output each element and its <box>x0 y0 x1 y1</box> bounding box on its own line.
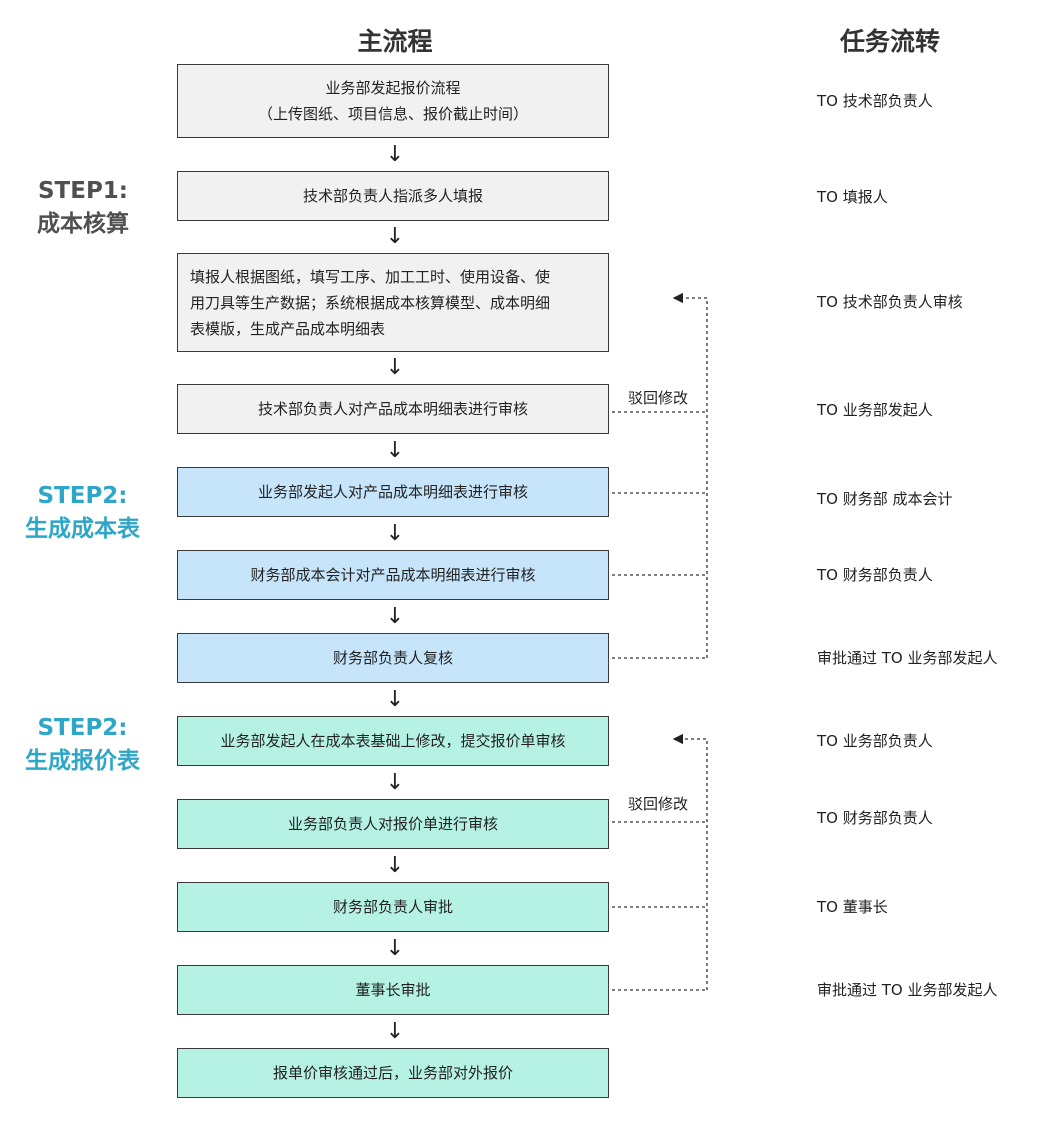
down-arrow-icon: ↓ <box>385 936 405 961</box>
flow-box-finance-recheck: 财务部负责人复核 <box>177 633 609 683</box>
flow-box-tech-review: 技术部负责人对产品成本明细表进行审核 <box>177 384 609 434</box>
task-transfer-6: TO 财务部负责人 <box>817 566 933 584</box>
step2-quote-title: 生成报价表 <box>25 748 140 774</box>
reject-label-1: 驳回修改 <box>628 389 689 407</box>
down-arrow-icon: ↓ <box>385 142 405 167</box>
task-transfer-5: TO 财务部 成本会计 <box>817 490 953 508</box>
step2-cost-title: 生成成本表 <box>25 516 140 542</box>
down-arrow-icon: ↓ <box>385 521 405 546</box>
flow-box-text: 业务部发起人对产品成本明细表进行审核 <box>257 483 528 501</box>
step2-cost-number: STEP2: <box>37 483 128 509</box>
step1-number: STEP1: <box>37 178 129 204</box>
step1-title: 成本核算 <box>37 211 129 237</box>
down-arrow-icon: ↓ <box>385 604 405 629</box>
flow-box-fill-data: 填报人根据图纸，填写工序、加工工时、使用设备、使 用刀具等生产数据；系统根据成本… <box>177 253 609 352</box>
step2-cost-label: STEP2: 生成成本表 <box>10 480 155 546</box>
flow-box-text: 技术部负责人对产品成本明细表进行审核 <box>257 400 528 418</box>
flow-box-external-quote: 报单价审核通过后，业务部对外报价 <box>177 1048 609 1098</box>
flow-box-chairman-approve: 董事长审批 <box>177 965 609 1015</box>
flow-box-text: 技术部负责人指派多人填报 <box>302 187 483 205</box>
flow-box-initiate: 业务部发起报价流程 （上传图纸、项目信息、报价截止时间） <box>177 64 609 138</box>
down-arrow-icon: ↓ <box>385 770 405 795</box>
reject-label-2: 驳回修改 <box>628 795 689 813</box>
down-arrow-icon: ↓ <box>385 355 405 380</box>
reject-loop-2-line <box>672 733 708 990</box>
flow-box-text: 填报人根据图纸，填写工序、加工工时、使用设备、使 用刀具等生产数据；系统根据成本… <box>190 267 551 338</box>
down-arrow-icon: ↓ <box>385 1019 405 1044</box>
flow-box-text: 财务部成本会计对产品成本明细表进行审核 <box>250 566 536 584</box>
reject-loop-1-line <box>672 292 708 658</box>
task-transfer-8: TO 业务部负责人 <box>817 732 933 750</box>
task-transfer-10: TO 董事长 <box>817 898 888 916</box>
task-transfer-1: TO 技术部负责人 <box>817 92 933 110</box>
down-arrow-icon: ↓ <box>385 853 405 878</box>
down-arrow-icon: ↓ <box>385 687 405 712</box>
task-transfer-2: TO 填报人 <box>817 188 888 206</box>
task-transfer-7: 审批通过 TO 业务部发起人 <box>817 649 998 667</box>
step2-quote-label: STEP2: 生成报价表 <box>10 712 155 778</box>
flow-box-quote-review: 业务部负责人对报价单进行审核 <box>177 799 609 849</box>
flow-box-text: 财务部负责人审批 <box>332 898 453 916</box>
task-transfer-9: TO 财务部负责人 <box>817 809 933 827</box>
flow-box-quote-submit: 业务部发起人在成本表基础上修改，提交报价单审核 <box>177 716 609 766</box>
flow-box-finance-approve: 财务部负责人审批 <box>177 882 609 932</box>
flow-box-text: 董事长审批 <box>355 981 431 999</box>
main-flow-title: 主流程 <box>357 27 433 56</box>
step2-quote-number: STEP2: <box>37 715 128 741</box>
down-arrow-icon: ↓ <box>385 224 405 249</box>
flow-box-text: 业务部发起人在成本表基础上修改，提交报价单审核 <box>220 732 566 750</box>
task-transfer-4: TO 业务部发起人 <box>817 401 933 419</box>
down-arrow-icon: ↓ <box>385 438 405 463</box>
task-transfer-3: TO 技术部负责人审核 <box>817 293 963 311</box>
flow-box-accounting-review: 财务部成本会计对产品成本明细表进行审核 <box>177 550 609 600</box>
flow-box-assign: 技术部负责人指派多人填报 <box>177 171 609 221</box>
task-flow-title: 任务流转 <box>839 27 940 56</box>
task-transfer-11: 审批通过 TO 业务部发起人 <box>817 981 998 999</box>
flow-box-text: 业务部发起报价流程 （上传图纸、项目信息、报价截止时间） <box>257 79 528 123</box>
flow-box-text: 财务部负责人复核 <box>332 649 453 667</box>
step1-label: STEP1: 成本核算 <box>18 175 148 241</box>
flow-box-text: 报单价审核通过后，业务部对外报价 <box>272 1064 513 1082</box>
flow-box-text: 业务部负责人对报价单进行审核 <box>287 815 498 833</box>
flow-box-business-review: 业务部发起人对产品成本明细表进行审核 <box>177 467 609 517</box>
